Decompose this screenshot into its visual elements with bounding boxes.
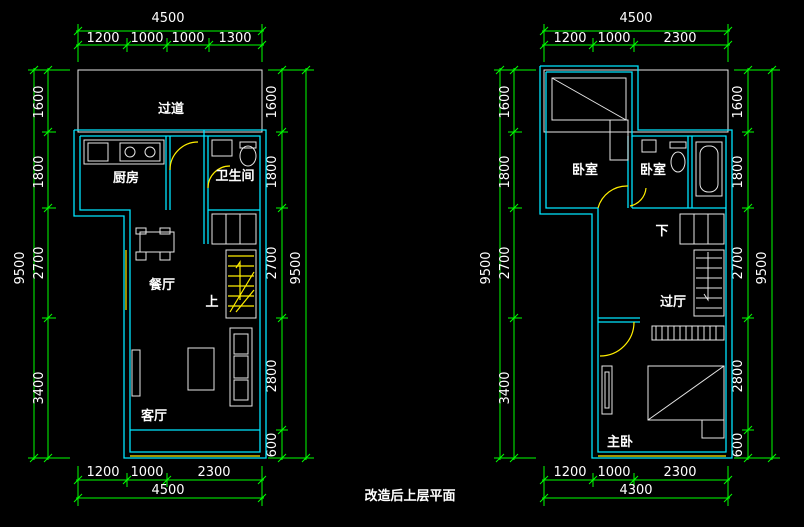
master-fixtures <box>598 321 726 457</box>
room-label-bedroom2: 卧室 <box>640 162 666 178</box>
right-bottom-seg-3: 2300 <box>663 465 696 480</box>
right-top-seg-3: 2300 <box>663 31 696 46</box>
room-label-corridor: 过道 <box>158 101 184 117</box>
right-top-dimensions: 4500 1200 1000 2300 <box>539 11 733 62</box>
right-left-dimensions: 9500 1600 1800 2700 3400 <box>479 65 536 463</box>
stove-icon <box>119 142 161 162</box>
right-right-seg-4: 2800 <box>731 359 746 392</box>
bedroom1-door-swing <box>597 185 629 209</box>
left-top-total: 4500 <box>151 11 184 26</box>
right-left-seg-2: 1800 <box>498 155 513 188</box>
right-top-seg-1: 1200 <box>553 31 586 46</box>
room-label-master: 主卧 <box>607 434 633 450</box>
left-top-seg-1: 1200 <box>86 31 119 46</box>
bathroom-fixtures <box>207 139 257 189</box>
drawing-title: 改造后上层平面 <box>364 488 455 504</box>
stair-down-label: 下 <box>655 224 668 239</box>
room-label-kitchen: 厨房 <box>113 170 139 186</box>
left-stairs <box>211 213 257 319</box>
left-right-total: 9500 <box>289 251 304 284</box>
room-label-dining: 餐厅 <box>148 277 175 293</box>
left-top-seg-2: 1000 <box>130 31 163 46</box>
master-door-swing <box>599 321 635 357</box>
right-bottom-dimensions: 1200 1000 2300 4300 <box>539 465 733 506</box>
living-fixtures <box>125 250 260 457</box>
right-left-seg-3: 2700 <box>498 246 513 279</box>
right-bottom-seg-1: 1200 <box>553 465 586 480</box>
left-top-dimensions: 4500 1200 1000 1000 1300 <box>73 11 267 62</box>
tv-cabinet <box>131 349 141 397</box>
left-bottom-total: 4500 <box>151 483 184 498</box>
right-right-seg-1: 1600 <box>731 85 746 118</box>
sofa <box>229 327 253 407</box>
right-bottom-seg-2: 1000 <box>597 465 630 480</box>
left-top-seg-4: 1300 <box>218 31 251 46</box>
left-right-seg-5: 600 <box>265 433 280 458</box>
right-left-seg-1: 1600 <box>498 85 513 118</box>
left-corridor-outline <box>77 69 263 133</box>
kitchen-fixtures <box>83 139 199 171</box>
toilet-icon <box>670 151 686 173</box>
left-top-seg-3: 1000 <box>171 31 204 46</box>
bed <box>647 365 725 421</box>
right-stairs <box>679 213 725 317</box>
left-left-seg-4: 3400 <box>32 371 47 404</box>
left-left-total: 9500 <box>13 251 28 284</box>
kitchen-door-swing <box>169 141 199 171</box>
right-top-total: 4500 <box>619 11 652 26</box>
right-walls <box>539 65 733 459</box>
room-label-living: 客厅 <box>141 408 167 424</box>
left-right-seg-2: 1800 <box>265 155 280 188</box>
toilet-icon <box>239 145 257 167</box>
bedroom2-door-swing <box>629 187 647 207</box>
coffee-table <box>187 347 215 391</box>
room-label-hall: 过厅 <box>660 294 686 310</box>
left-bottom-seg-2: 1000 <box>130 465 163 480</box>
right-bottom-total: 4300 <box>619 483 652 498</box>
left-plan: 4500 1200 1000 1000 1300 9500 1600 1800 … <box>13 11 314 506</box>
right-top-seg-2: 1000 <box>597 31 630 46</box>
left-right-dimensions: 1600 1800 2700 2800 600 9500 <box>265 65 314 463</box>
left-left-seg-3: 2700 <box>32 246 47 279</box>
right-plan: 4500 1200 1000 2300 9500 1600 1800 2700 … <box>479 11 780 506</box>
left-bottom-seg-3: 2300 <box>197 465 230 480</box>
right-right-dimensions: 1600 1800 2700 2800 600 9500 <box>731 65 780 463</box>
left-left-seg-1: 1600 <box>32 85 47 118</box>
left-right-seg-4: 2800 <box>265 359 280 392</box>
right-right-seg-5: 600 <box>731 433 746 458</box>
left-walls <box>73 129 267 459</box>
room-label-bathroom: 卫生间 <box>215 168 254 184</box>
right-right-seg-3: 2700 <box>731 246 746 279</box>
bathtub-icon <box>695 141 723 197</box>
left-bottom-seg-1: 1200 <box>86 465 119 480</box>
left-left-dimensions: 9500 1600 1800 2700 3400 <box>13 65 70 463</box>
tv-cabinet <box>601 365 613 415</box>
left-bottom-dimensions: 1200 1000 2300 4500 <box>73 465 267 506</box>
right-top-outline <box>543 69 729 133</box>
sink-icon <box>87 142 109 162</box>
wardrobe <box>651 325 725 341</box>
right-right-total: 9500 <box>755 251 770 284</box>
dining-table <box>135 227 175 261</box>
left-right-seg-1: 1600 <box>265 85 280 118</box>
right-left-total: 9500 <box>479 251 494 284</box>
left-right-seg-3: 2700 <box>265 246 280 279</box>
right-right-seg-2: 1800 <box>731 155 746 188</box>
room-label-bedroom1: 卧室 <box>572 162 598 178</box>
bedroom1-fixtures <box>551 77 647 209</box>
bathroom-door-swing <box>207 165 231 189</box>
right-bath-fixtures <box>641 139 723 197</box>
right-left-seg-4: 3400 <box>498 371 513 404</box>
stair-up-label: 上 <box>205 295 218 310</box>
left-left-seg-2: 1800 <box>32 155 47 188</box>
